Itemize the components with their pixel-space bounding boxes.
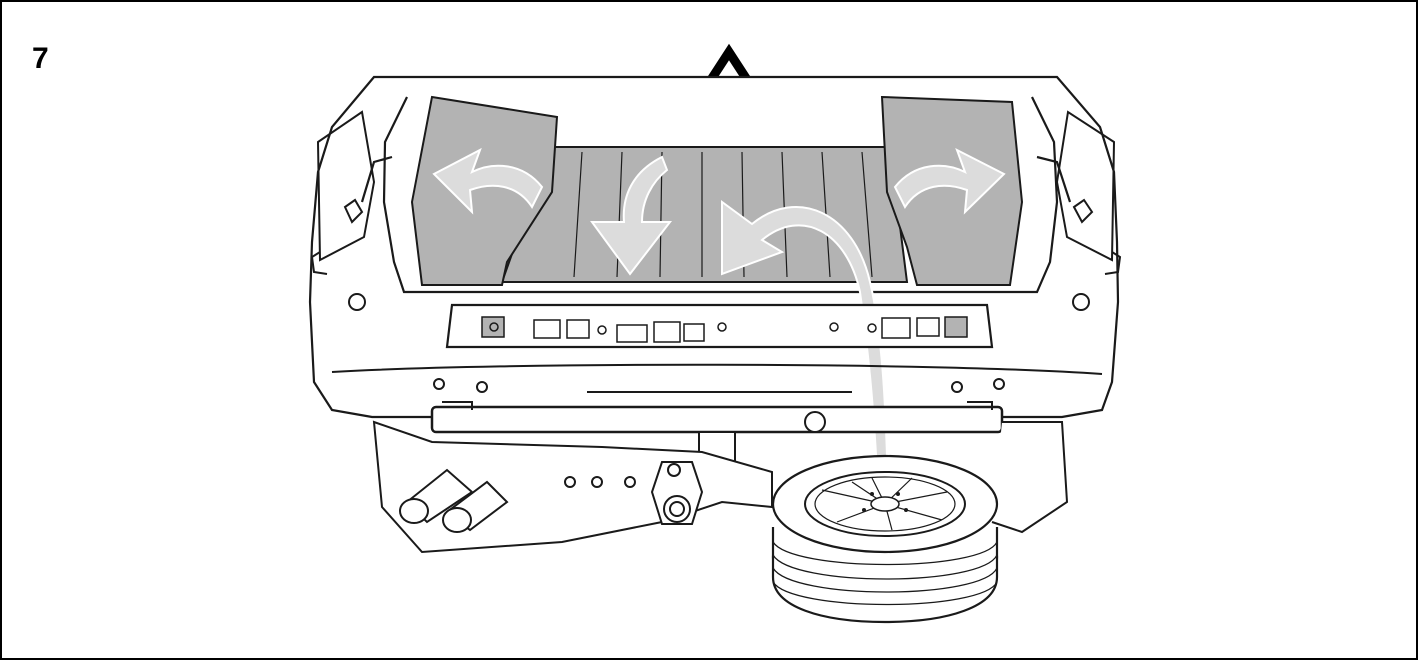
right-side-trim-panel bbox=[880, 95, 1024, 286]
arrow-right-panel-out bbox=[893, 147, 1006, 215]
bumper-beam bbox=[445, 303, 994, 349]
arrow-floor-down bbox=[590, 155, 673, 276]
exhaust-pipes bbox=[399, 468, 509, 533]
spare-wheel bbox=[771, 454, 999, 624]
step-number: 7 bbox=[32, 42, 49, 75]
left-rear-light bbox=[310, 110, 376, 311]
right-rear-light bbox=[1055, 110, 1122, 311]
tow-eye bbox=[650, 461, 704, 525]
lower-bumper bbox=[331, 363, 1103, 393]
cargo-floor-panel bbox=[500, 146, 909, 283]
arrow-left-panel-out bbox=[432, 147, 544, 215]
left-side-trim-panel bbox=[410, 95, 559, 286]
